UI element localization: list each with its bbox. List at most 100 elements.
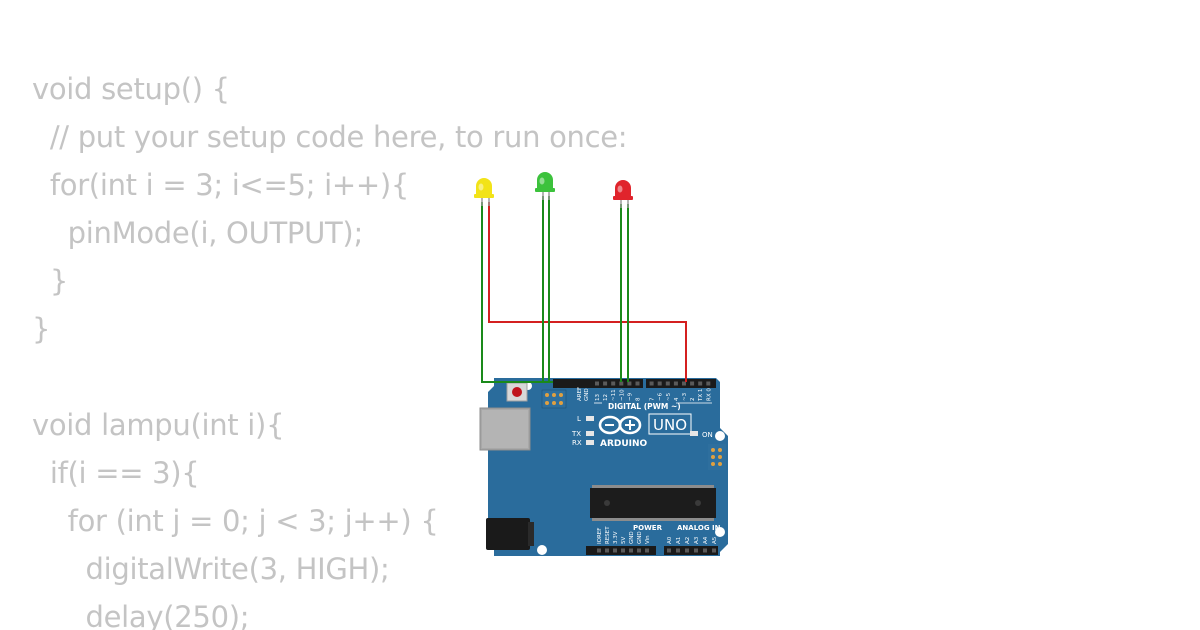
code-line: for(int i = 3; i<=5; i++){ bbox=[32, 168, 409, 202]
analog-in-label: ANALOG IN bbox=[677, 524, 721, 532]
power-jack-edge bbox=[528, 522, 534, 546]
header-pin[interactable] bbox=[637, 548, 641, 553]
header-pin[interactable] bbox=[703, 548, 707, 553]
pin-label: 2 bbox=[690, 398, 696, 402]
arduino-logo-icon bbox=[598, 415, 642, 435]
led-yellow-rim bbox=[474, 194, 494, 198]
led-red-rim bbox=[613, 196, 633, 200]
pin-label: 3.3V bbox=[613, 531, 619, 544]
aref-label: AREF bbox=[577, 387, 583, 401]
pin-label: GND bbox=[629, 531, 635, 544]
pin-label: IOREF bbox=[597, 528, 603, 544]
pin-label: A3 bbox=[694, 536, 700, 544]
header-pin[interactable] bbox=[629, 548, 633, 553]
code-line: // put your setup code here, to run once… bbox=[32, 120, 628, 154]
uno-label-box bbox=[648, 413, 692, 435]
pin-label: 4 bbox=[674, 397, 680, 401]
l-led bbox=[586, 416, 594, 421]
header-pin[interactable] bbox=[621, 548, 625, 553]
header-pin[interactable] bbox=[613, 548, 617, 553]
header-pin[interactable] bbox=[682, 381, 686, 386]
header-pin[interactable] bbox=[635, 381, 640, 386]
header-pin[interactable] bbox=[597, 548, 601, 553]
gnd-label: GND bbox=[584, 388, 590, 401]
mounting-hole bbox=[715, 527, 725, 537]
pin-label: A2 bbox=[685, 537, 691, 544]
pin-label: 5V bbox=[621, 537, 627, 544]
pin-label: ~5 bbox=[666, 392, 672, 401]
header-pin[interactable] bbox=[657, 381, 662, 386]
pin-label: ~10 bbox=[619, 389, 625, 401]
led-yellow[interactable] bbox=[474, 178, 494, 206]
header-pin[interactable] bbox=[712, 548, 716, 553]
code-line: for (int j = 0; j < 3; j++) { bbox=[32, 504, 439, 538]
led-green-rim bbox=[535, 188, 555, 192]
header-pin[interactable] bbox=[706, 381, 711, 386]
wire-yellow-led-pin3[interactable] bbox=[488, 202, 687, 382]
header-pin[interactable] bbox=[665, 381, 670, 386]
code-line: delay(250); bbox=[32, 600, 250, 630]
bottom-header-pins bbox=[597, 548, 716, 553]
header-pin[interactable] bbox=[595, 381, 599, 386]
header-pin[interactable] bbox=[611, 381, 616, 386]
rx-led-label: RX bbox=[572, 439, 582, 447]
on-led bbox=[690, 431, 698, 436]
atmega-chip bbox=[590, 485, 716, 521]
rx-led bbox=[586, 440, 594, 445]
header-pin[interactable] bbox=[645, 548, 649, 553]
pin-label: RX 0 bbox=[706, 388, 712, 401]
wires bbox=[481, 196, 687, 383]
header-pin[interactable] bbox=[649, 381, 654, 386]
l-led-label: L bbox=[577, 415, 581, 423]
led-red[interactable] bbox=[613, 180, 633, 208]
pin-label: 8 bbox=[636, 397, 642, 401]
header-pin[interactable] bbox=[690, 381, 695, 386]
header-pin[interactable] bbox=[605, 548, 609, 553]
wire-yellow-led-gnd[interactable] bbox=[481, 202, 553, 383]
header-pin[interactable] bbox=[698, 381, 703, 386]
tx-led bbox=[586, 431, 594, 436]
pin-label: 13 bbox=[595, 394, 601, 401]
code-line: } bbox=[32, 312, 51, 346]
led-green[interactable] bbox=[535, 172, 555, 200]
header-pin[interactable] bbox=[667, 548, 671, 553]
pin-label: 12 bbox=[603, 394, 609, 401]
pin-label: Vin bbox=[645, 535, 651, 544]
header-pin[interactable] bbox=[619, 381, 624, 386]
on-led-label: ON bbox=[702, 431, 713, 439]
header-pin[interactable] bbox=[676, 548, 680, 553]
led-yellow-body bbox=[476, 178, 492, 196]
arduino-brand-label: ARDUINO bbox=[600, 439, 648, 449]
header-pin[interactable] bbox=[694, 548, 698, 553]
uno-model-label: UNO bbox=[653, 416, 687, 434]
pin-label: A5 bbox=[712, 536, 718, 544]
header-pin[interactable] bbox=[627, 381, 632, 386]
header-pin[interactable] bbox=[603, 381, 608, 386]
header-pin[interactable] bbox=[673, 381, 678, 386]
mounting-hole bbox=[537, 545, 547, 555]
code-line: void setup() { bbox=[32, 72, 230, 106]
usb-connector-face bbox=[482, 410, 528, 448]
header-pin[interactable] bbox=[685, 548, 689, 553]
code-line: void lampu(int i){ bbox=[32, 408, 285, 442]
pin-label: GND bbox=[637, 531, 643, 544]
code-line: if(i == 3){ bbox=[32, 456, 200, 490]
led-red-body bbox=[615, 180, 631, 198]
power-jack bbox=[486, 518, 530, 550]
digital-header bbox=[553, 379, 716, 388]
analog-header bbox=[664, 546, 718, 555]
pin-label: A0 bbox=[667, 536, 673, 544]
reset-button-cap[interactable] bbox=[512, 387, 522, 397]
pin-label: ~6 bbox=[658, 392, 664, 401]
pin-label: ~9 bbox=[627, 392, 633, 401]
pin-label: A1 bbox=[676, 537, 682, 544]
pin-label: ~3 bbox=[682, 392, 688, 401]
power-label: POWER bbox=[633, 524, 663, 532]
